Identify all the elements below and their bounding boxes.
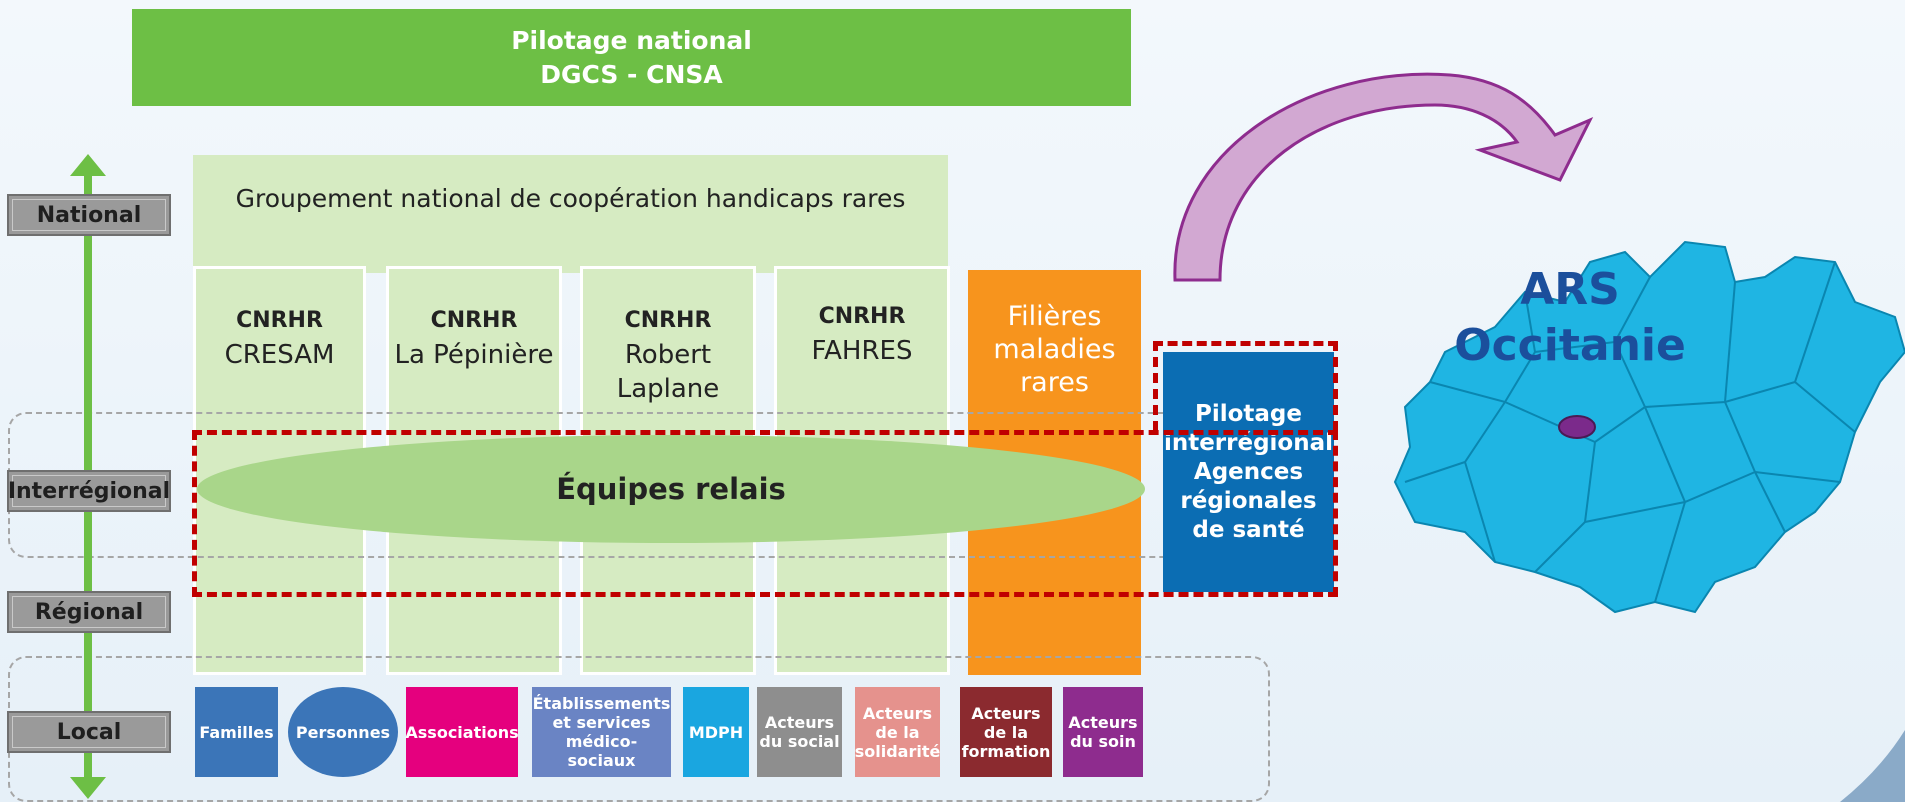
level-local: Local: [7, 711, 171, 753]
actor-social: Acteurs du social: [757, 687, 842, 777]
occitanie-region: [1393, 240, 1905, 614]
level-national-label: National: [36, 202, 142, 228]
filieres-line2: maladies: [993, 334, 1116, 365]
groupement-national-title: Groupement national de coopération handi…: [235, 183, 906, 213]
actor-etablissements-line3: médico-sociaux: [565, 732, 638, 770]
actor-associations-line1: Associations: [405, 722, 519, 742]
actor-formation-line2: de la: [983, 722, 1029, 742]
actor-solidarite-line2: de la: [875, 722, 920, 742]
column-cresam-text: CNRHR CRESAM: [193, 270, 366, 372]
department-borders: [1404, 261, 1856, 603]
actor-familles: Familles: [195, 687, 278, 777]
pilotage-line3: Agences: [1193, 458, 1304, 485]
col3-line3: Laplane: [616, 374, 720, 404]
actor-familles-line1: Familles: [199, 722, 274, 742]
level-national: National: [7, 194, 171, 236]
pilotage-line1: Pilotage: [1194, 400, 1302, 427]
red-dashed-frame: [192, 430, 1338, 597]
decorative-corner: [1840, 730, 1905, 802]
col4-line1: CNRHR: [818, 304, 906, 329]
actor-associations: Associations: [405, 687, 519, 777]
col1-line1: CNRHR: [236, 308, 323, 333]
actor-mdph: MDPH: [683, 687, 749, 777]
pilotage-national-banner: Pilotage national DGCS - CNSA: [132, 9, 1131, 106]
actor-etablissements: Établissements et services médico-sociau…: [532, 687, 671, 777]
actor-soin-line1: Acteurs: [1068, 713, 1138, 732]
arrow-down-icon: [70, 777, 106, 799]
column-pepiniere-text: CNRHR La Pépinière: [386, 270, 562, 372]
actor-social-line2: du social: [759, 732, 840, 751]
column-fahres-text: CNRHR FAHRES: [774, 266, 950, 368]
banner-line1: Pilotage national: [511, 25, 752, 55]
actor-solidarite-line3: solidarité: [854, 741, 941, 761]
curved-arrow-icon: [1173, 72, 1594, 282]
actor-formation: Acteurs de la formation: [960, 687, 1052, 777]
column-laplane-text: CNRHR Robert Laplane: [580, 270, 756, 406]
ars-line1: ARS: [1520, 264, 1620, 315]
col3-line2: Robert: [624, 340, 712, 370]
level-interregional: Interrégional: [7, 470, 171, 512]
actor-social-line1: Acteurs: [764, 713, 835, 732]
actor-personnes: Personnes: [288, 687, 398, 777]
toulouse-marker-icon: [1558, 415, 1596, 439]
actor-soin: Acteurs du soin: [1063, 687, 1143, 777]
equipes-relais-label: Équipes relais: [556, 472, 786, 506]
pilotage-line5: de santé: [1192, 516, 1305, 543]
actor-formation-line1: Acteurs: [971, 703, 1041, 723]
level-regional: Régional: [7, 591, 171, 633]
red-dashed-frame-top: [1153, 341, 1338, 431]
arrow-up-icon: [70, 154, 106, 176]
filieres-line3: rares: [1020, 367, 1089, 398]
actor-etablissements-line2: et services: [552, 713, 651, 732]
actor-personnes-line1: Personnes: [295, 722, 391, 742]
col3-line1: CNRHR: [624, 308, 712, 333]
actor-formation-line3: formation: [961, 741, 1051, 761]
level-regional-label: Régional: [34, 599, 144, 625]
col4-line2: FAHRES: [811, 336, 913, 366]
actor-etablissements-line1: Établissements: [532, 694, 671, 713]
pilotage-line4: régionales: [1180, 487, 1317, 514]
equipes-relais-ellipse: Équipes relais: [197, 435, 1145, 543]
occitanie-map: [1393, 240, 1905, 614]
banner-line2: DGCS - CNSA: [540, 59, 723, 89]
actor-soin-line2: du soin: [1070, 732, 1136, 751]
pilotage-interregional-box: Pilotage interrégional Agences régionale…: [1163, 352, 1334, 592]
groupement-national-box: Groupement national de coopération handi…: [193, 155, 948, 273]
level-interregional-label: Interrégional: [7, 478, 171, 504]
actor-solidarite-line1: Acteurs: [862, 703, 933, 723]
level-local-label: Local: [56, 719, 122, 745]
ars-occitanie-label: ARS Occitanie: [1450, 262, 1690, 374]
col2-line1: CNRHR: [430, 308, 518, 333]
col2-line2: La Pépinière: [394, 340, 554, 370]
actor-mdph-line1: MDPH: [688, 722, 744, 742]
actor-solidarite: Acteurs de la solidarité: [855, 687, 940, 777]
col1-line2: CRESAM: [224, 340, 335, 370]
ars-line2: Occitanie: [1454, 320, 1686, 371]
filieres-line1: Filières: [1007, 301, 1102, 332]
